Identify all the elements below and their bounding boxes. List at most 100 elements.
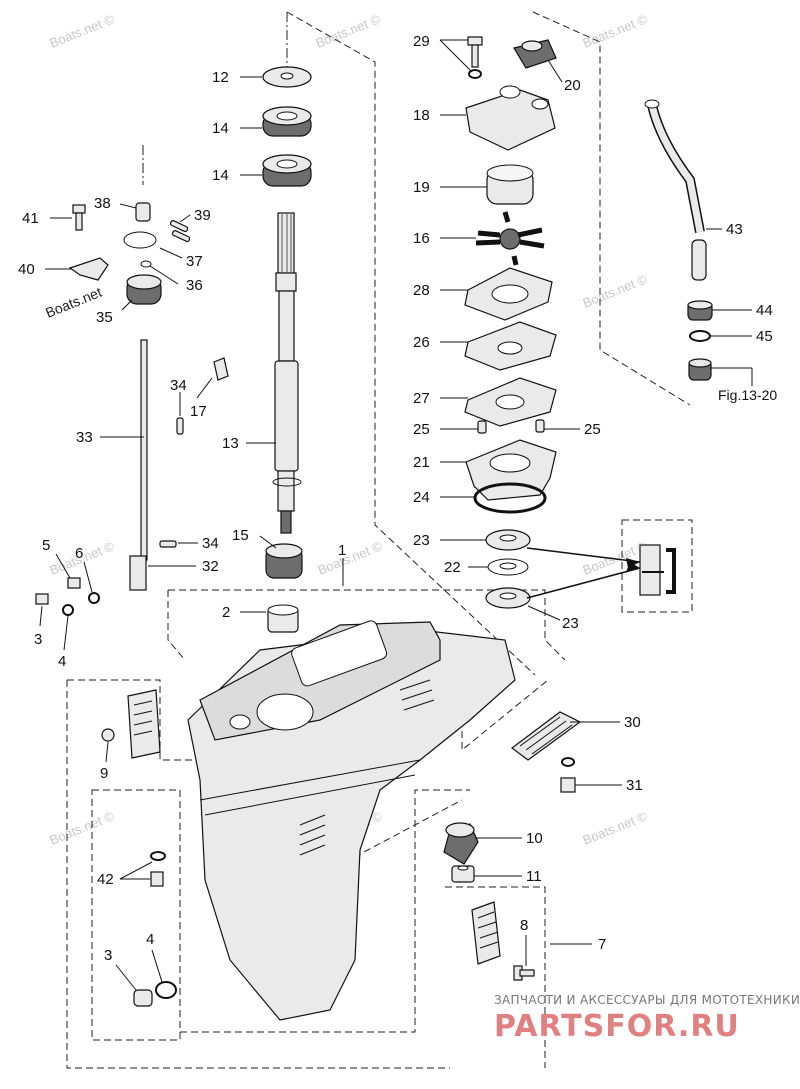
figure-reference: Fig.13-20 [718,387,777,403]
callout-20: 20 [564,77,581,94]
watermark: Boats.net © [581,808,650,848]
callout-38: 38 [94,195,111,212]
upper-dash [168,589,566,661]
callout-34: 34 [170,377,187,394]
part-seal-22 [487,558,529,576]
part-washer-6 [88,592,100,604]
callout-8: 8 [520,917,528,934]
part-bearing-14a [262,106,312,137]
brand-tagline: ЗАПЧАСТИ И АКСЕССУАРЫ ДЛЯ МОТОТЕХНИКИ [494,993,800,1007]
part-oring-37 [123,231,157,249]
part-seal-23a [485,529,531,551]
watermark-inline: Boats.net [43,284,104,321]
part-bolt-31 [560,757,576,793]
watermark: Boats.net © [48,808,117,848]
callout-23: 23 [413,532,430,549]
watermark: Boats.net © [581,11,650,51]
part-pin-34b [159,540,177,548]
callout-25: 25 [584,421,601,438]
callout-12: 12 [212,69,229,86]
callout-45: 45 [756,328,773,345]
callout-34: 34 [202,535,219,552]
fig-box [621,519,693,613]
part-shift-block-32 [129,555,147,591]
seal-orientation-inset [526,544,676,599]
callout-16: 16 [413,230,430,247]
part-washer-4a [62,604,74,616]
brand-name: PARTSFOR.RU [494,1009,740,1044]
callout-32: 32 [202,558,219,575]
callout-14: 14 [212,167,229,184]
part-washer-4b [155,981,177,999]
part-bolt-3a [35,593,49,605]
box-right [445,886,546,1068]
callout-29: 29 [413,33,430,50]
callout-13: 13 [222,435,239,452]
part-cartridge-21 [465,439,557,501]
callout-3: 3 [34,631,42,648]
callout-41: 41 [22,210,39,227]
callout-43: 43 [726,221,743,238]
part-bolt-29 [467,36,483,79]
callout-15: 15 [232,527,249,544]
callout-35: 35 [96,309,113,326]
callout-22: 22 [444,559,461,576]
callout-17: 17 [190,403,207,420]
part-pin-34a [176,417,184,435]
callout-40: 40 [18,261,35,278]
part-pin-25a [477,420,487,434]
callout-28: 28 [413,282,430,299]
part-grommet-ref [688,358,712,381]
callout-1: 1 [338,542,346,559]
part-seal-15 [265,543,303,579]
callout-6: 6 [75,545,83,562]
part-nut-3b [133,989,153,1007]
assembly-lines [66,11,693,1069]
part-gear-10 [443,822,479,865]
part-key-17 [213,357,229,381]
part-lower-case-1 [187,620,516,1021]
callout-18: 18 [413,107,430,124]
part-bolt-8 [513,965,535,981]
part-pin-38 [135,202,151,222]
part-washer-12 [262,66,312,88]
part-water-tube-43 [644,99,707,281]
callout-42: 42 [97,871,114,888]
callout-5: 5 [42,537,50,554]
shaft-outline-line [286,11,536,676]
part-oring-24 [473,482,547,514]
callout-27: 27 [413,390,430,407]
callout-24: 24 [413,489,430,506]
part-clip-36 [140,260,152,268]
part-gasket-27 [464,377,557,427]
part-impeller-16 [475,211,545,266]
callout-7: 7 [598,936,606,953]
watermark: Boats.net © [314,11,383,51]
upper-dash-left [167,590,186,661]
part-bolt-42 [150,851,166,887]
callout-25: 25 [413,421,430,438]
callout-19: 19 [413,179,430,196]
watermark: Boats.net © [316,538,385,578]
callout-36: 36 [186,277,203,294]
callout-10: 10 [526,830,543,847]
callout-44: 44 [756,302,773,319]
part-anode-7 [471,901,501,965]
part-grommet-35 [126,274,162,305]
part-gasket-28 [464,267,553,321]
part-bolt-41 [72,204,86,231]
part-grommet-44 [687,300,713,321]
callout-37: 37 [186,253,203,270]
part-shift-rod-33 [140,339,148,561]
callout-21: 21 [413,454,430,471]
callout-30: 30 [624,714,641,731]
callout-labels: 12 14 14 41 38 39 37 40 36 35 34 17 33 1… [18,33,777,964]
callout-39: 39 [194,207,211,224]
part-bracket-40 [68,257,109,281]
part-ring-45 [689,330,711,342]
watermark: Boats.net © [581,538,650,578]
part-plate-26 [464,321,557,371]
part-pin-25b [535,419,545,433]
box-bottom-middle [180,789,470,1033]
